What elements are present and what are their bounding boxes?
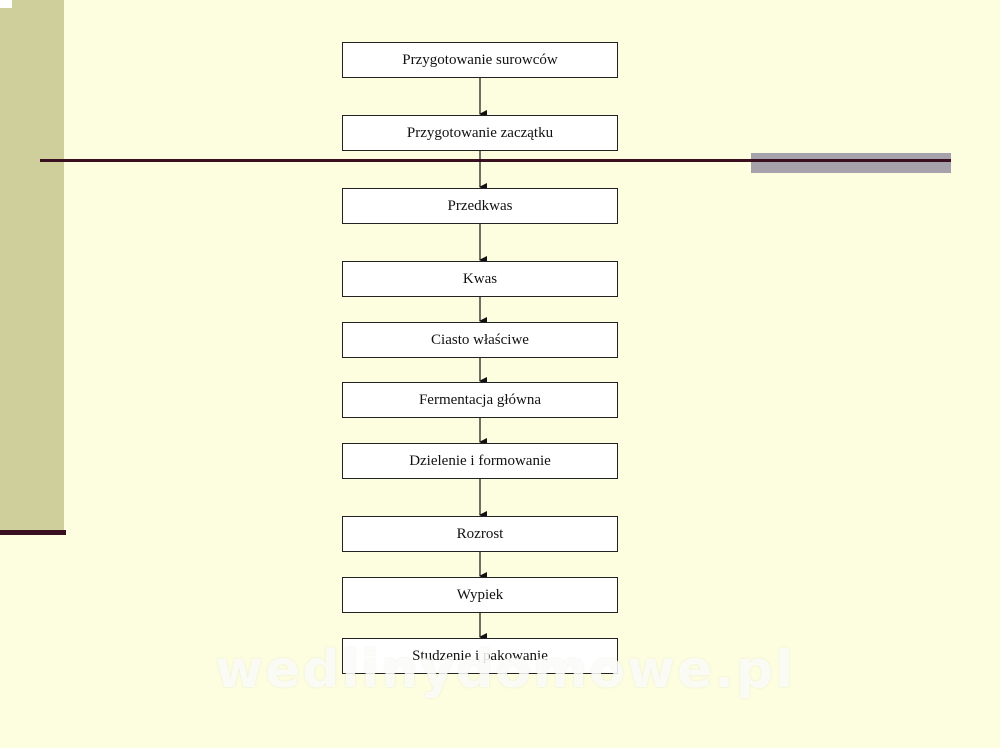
- flow-step-1: Przygotowanie surowców: [342, 42, 618, 78]
- flow-step-3: Przedkwas: [342, 188, 618, 224]
- flow-step-2: Przygotowanie zaczątku: [342, 115, 618, 151]
- flow-step-6: Fermentacja główna: [342, 382, 618, 418]
- header-rule-line: [40, 159, 950, 162]
- header-accent-line: [751, 159, 951, 162]
- left-decorative-band: [0, 0, 64, 532]
- header-accent-bar: [751, 153, 951, 173]
- flow-step-8: Rozrost: [342, 516, 618, 552]
- flow-step-5: Ciasto właściwe: [342, 322, 618, 358]
- flow-step-9: Wypiek: [342, 577, 618, 613]
- watermark-text: wedlinydomowe.pl: [214, 640, 796, 700]
- left-band-underline: [0, 530, 66, 535]
- corner-mark: [0, 0, 12, 8]
- flow-step-4: Kwas: [342, 261, 618, 297]
- flow-step-7: Dzielenie i formowanie: [342, 443, 618, 479]
